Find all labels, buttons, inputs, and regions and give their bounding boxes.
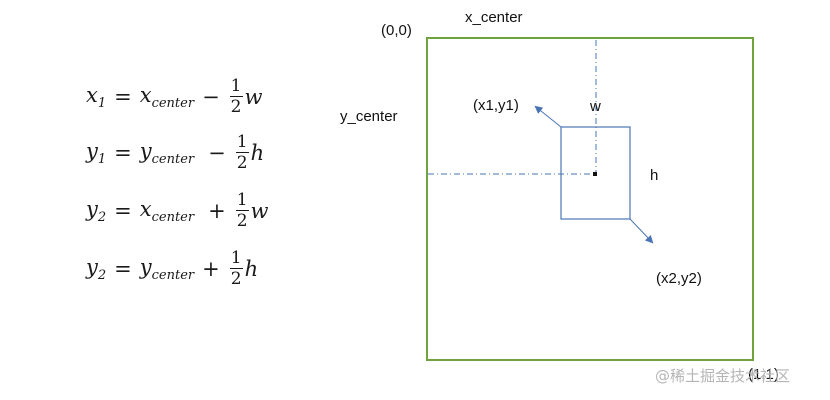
origin-label: (0,0)	[381, 22, 412, 39]
width-label: w	[590, 98, 601, 115]
image-frame	[426, 37, 754, 361]
eq2-equals: =	[114, 140, 132, 165]
bottom-right-label: (x2,y2)	[656, 270, 702, 287]
top-left-label: (x1,y1)	[473, 97, 519, 114]
eq1-base: xcenter	[139, 82, 195, 111]
eq3-operator: +	[208, 198, 226, 223]
watermark: @稀土掘金技术社区	[655, 367, 791, 385]
eq2-lhs: y1	[86, 138, 107, 167]
bounding-box	[560, 126, 631, 220]
eq2-var: h	[250, 140, 265, 165]
arrow-bottom-right	[629, 218, 654, 244]
end-label: (1,1)	[748, 366, 779, 383]
eq4-lhs: y2	[86, 254, 107, 283]
eq4-var: h	[244, 256, 259, 281]
eq1-var: w	[244, 84, 263, 109]
eq2-base: ycenter	[139, 138, 195, 167]
arrow-top-left	[534, 105, 562, 128]
eq4-base: ycenter	[139, 254, 195, 283]
eq3-var: w	[250, 198, 269, 223]
eq1-equals: =	[114, 84, 132, 109]
eq2-operator: −	[208, 140, 226, 165]
eq3-lhs: y2	[86, 196, 107, 225]
center-point	[593, 172, 597, 176]
height-label: h	[650, 167, 659, 184]
eq4-operator: +	[202, 256, 220, 281]
eq4-equals: =	[114, 256, 132, 281]
eq1-operator: −	[202, 84, 220, 109]
eq3-base: xcenter	[139, 196, 195, 225]
y-center-label: y_center	[340, 108, 398, 125]
eq1-lhs: x1	[86, 82, 107, 111]
x-center-label: x_center	[465, 9, 523, 26]
eq3-equals: =	[114, 198, 132, 223]
